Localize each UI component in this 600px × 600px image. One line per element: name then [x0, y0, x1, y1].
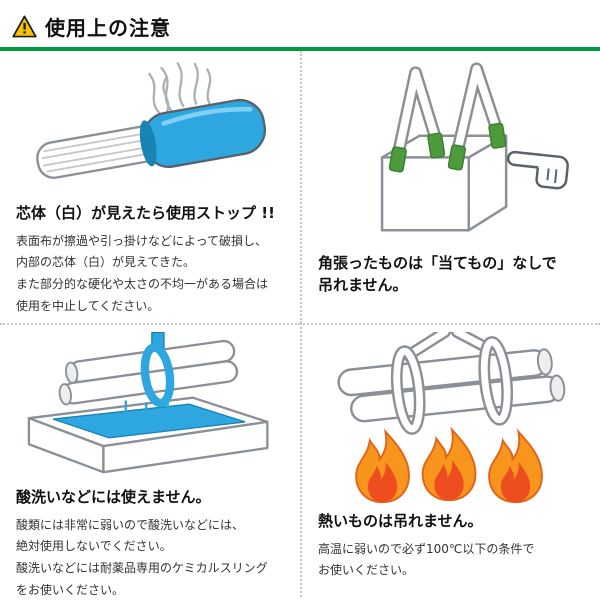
page-title: 使用上の注意 — [45, 16, 171, 40]
damaged-sling-illustration — [14, 57, 286, 199]
section-body: 高温に弱いので必ず100℃以下の条件で お使いください。 — [318, 541, 535, 578]
box-sling-drawing — [380, 62, 569, 232]
section-heat: 熱いものは吊れません。 高温に弱いので必ず100℃以下の条件で お使いください。 — [300, 323, 600, 597]
section-core-stop: 芯体（白）が見えたら使用ストップ !! 表面布が擦過や引っ掛けなどによって破損し… — [0, 51, 300, 323]
section-acid: 酸洗いなどには使えません。 酸類には非常に弱いので酸洗いなどには、 絶対使用しな… — [0, 323, 300, 597]
section-body: 酸類には非常に弱いので酸洗いなどには、 絶対使用しないでください。 酸洗いなどに… — [16, 517, 268, 597]
pointing-hand-icon — [506, 150, 569, 190]
hot-pipes-drawing — [337, 332, 566, 504]
acid-bath-illustration — [14, 331, 286, 483]
warning-triangle-icon — [12, 15, 37, 38]
box-sling-illustration — [316, 57, 586, 249]
accent-rule — [0, 47, 600, 51]
section-heading: 芯体（白）が見えたら使用ストップ !! — [16, 204, 275, 222]
caution-grid: 芯体（白）が見えたら使用ストップ !! 表面布が擦過や引っ掛けなどによって破損し… — [0, 51, 600, 597]
section-heading: 角張ったものは「当てもの」なしで 吊れません。 — [318, 254, 557, 294]
damaged-sling-drawing — [36, 62, 267, 179]
section-heading: 熱いものは吊れません。 — [318, 512, 483, 530]
section-heading: 酸洗いなどには使えません。 — [16, 488, 211, 506]
acid-bath-drawing — [27, 332, 269, 474]
hot-pipes-illustration — [316, 331, 586, 507]
section-body: 表面布が擦過や引っ掛けなどによって破損し、 内部の芯体（白）が見えてきた。 また… — [16, 233, 269, 313]
section-sharp-edge: 角張ったものは「当てもの」なしで 吊れません。 — [300, 51, 600, 323]
header: 使用上の注意 — [0, 0, 600, 47]
